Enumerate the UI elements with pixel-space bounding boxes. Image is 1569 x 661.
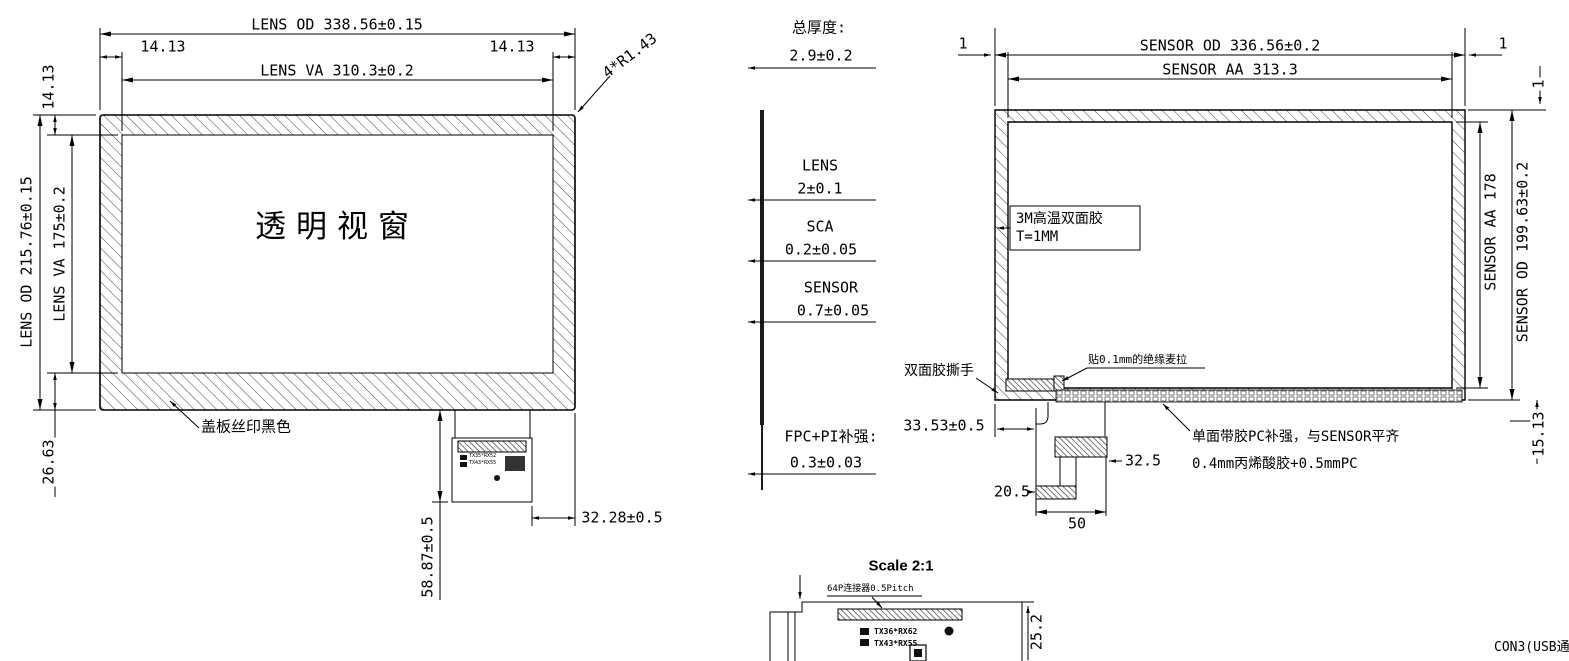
layer-sca-name: SCA [806,217,834,236]
dim-lens-va-width: LENS VA 310.3±0.2 [260,61,414,80]
dim-tail-width: 50 [1067,514,1087,533]
fpc-marking-1: TX35*RX52 [469,453,497,459]
dim-connector-width: 32.5 [1124,451,1162,470]
fpc-connector [457,440,527,453]
dim-tail-offset: 32.28±0.5 [581,508,663,527]
dim-tail-length: 58.87±0.5 [418,514,437,600]
dim-sensor-aa-height: SENSOR AA 178 [1481,173,1500,291]
total-thickness-value: 2.9±0.2 [789,46,853,65]
tape-tab-note: 双面胶撕手 [904,362,974,379]
fpc-marking-2: TX43*RX55 [469,460,497,466]
dim-margin-top: 14.13 [39,64,58,110]
dim-margin-left: 14.13 [140,37,186,56]
layer-lens-name: LENS [801,156,839,175]
sensor-fpc-stiffener [1035,485,1077,500]
detail-ic [909,644,927,661]
dim-sensor-od-width: SENSOR OD 336.56±0.2 [1139,36,1321,55]
pc-note-line1: 单面带胶PC补强，与SENSOR平齐 [1192,429,1400,445]
detail-fpc-outline [769,601,1023,661]
layer-sensor-value: 0.7±0.05 [796,301,870,320]
dim-sensor-aa-width: SENSOR AA 313.3 [1162,60,1298,79]
pc-note-line2: 0.4mm丙烯酸胶+0.5mmPC [1192,456,1358,472]
tape-note-line1: 3M高温双面胶 [1016,211,1103,227]
stack-fpc-value: 0.3±0.03 [789,453,863,472]
tape-tab [1005,378,1055,392]
back-view-linework [958,28,1546,516]
dim-tail-offset-back: 33.53±0.5 [903,416,985,435]
fpc-body [451,437,533,503]
tape-note-line2: T=1MM [1016,229,1059,245]
detail-scale-label: Scale 2:1 [868,557,934,575]
layer-sensor-name: SENSOR [803,278,859,297]
pc-reinforcement-strip [1055,389,1463,403]
dim-sensor-od-height: SENSOR OD 199.63±0.2 [1513,161,1532,343]
window-label: 透明视窗 [255,209,419,246]
mylar-note: 贴0.1mm的绝缘麦拉 [1088,353,1188,366]
detail-fpc-marking-1: TX36*RX62 [874,627,918,636]
silkscreen-note: 盖板丝印黑色 [200,417,292,436]
detail-height-dim: 25.2 [1027,613,1046,651]
stack-view-linework [748,66,876,490]
sensor-fpc-connector [1054,436,1108,458]
dim-margin-right: 14.13 [489,37,535,56]
dim-lens-od-height: LENS OD 215.76±0.15 [17,176,36,348]
total-thickness-label: 总厚度: [791,18,847,37]
front-view-linework [33,28,611,600]
sensor-fpc-tail [1035,402,1049,500]
layer-lens-value: 2±0.1 [797,179,843,198]
lens-va-window [121,134,554,374]
dim-lens-od-width: LENS OD 338.56±0.15 [251,15,423,34]
dim-edge-margin-top: 1 [1529,77,1548,91]
dim-bottom-margin: 15.13 [1529,409,1548,459]
stack-fpc-tail [761,425,763,490]
layer-sca-value: 0.2±0.05 [784,240,858,259]
dim-edge-margin-right: 1 [1498,34,1508,53]
detail-fpc-marking-2: TX43*RX55 [874,639,918,648]
stack-fpc-label: FPC+PI补强: [784,427,878,446]
dim-lens-va-height: LENS VA 175±0.2 [50,186,69,322]
mylar-patch [1053,375,1065,392]
detail-connector-note: 64P连接器0.5Pitch [827,584,914,594]
stack-section [760,110,764,425]
detail-connector [837,608,963,621]
dim-edge-margin-left: 1 [958,34,968,53]
dim-tail-neck-width: 20.5 [993,482,1031,501]
con3-label: CON3(USB通讯) [1494,640,1569,655]
sensor-outline [994,109,1466,401]
dim-bottom-border: 26.63 [39,437,58,487]
detail-view-linework [769,575,1034,661]
